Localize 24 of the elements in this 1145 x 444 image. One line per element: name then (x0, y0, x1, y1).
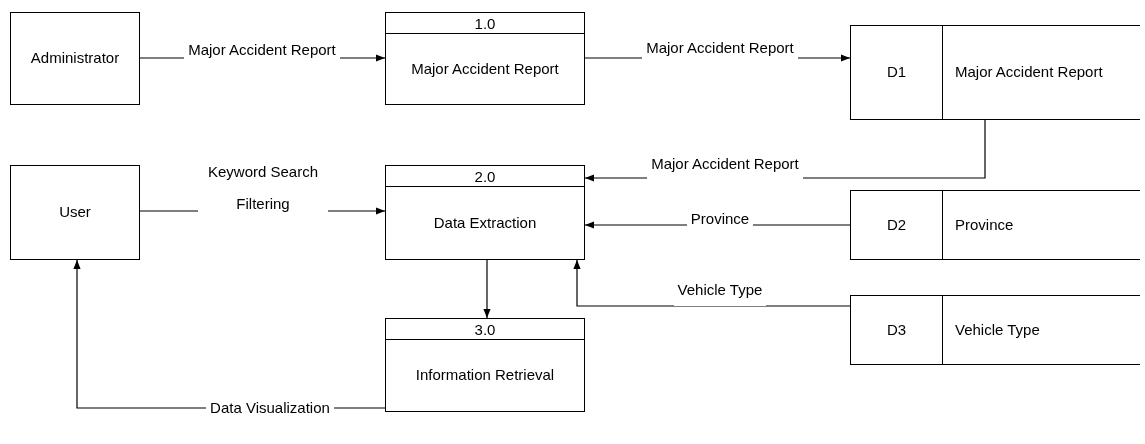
process-name: Information Retrieval (415, 365, 555, 386)
process-name: Data Extraction (433, 212, 537, 233)
arrow (573, 259, 851, 307)
store-id: D3 (886, 319, 907, 340)
entity-box (10, 12, 140, 105)
data-store (850, 190, 1140, 260)
arrow (483, 259, 491, 319)
process-number: 3.0 (474, 321, 496, 337)
process-box (385, 12, 585, 105)
process-box (385, 165, 585, 260)
process-box (385, 318, 585, 412)
store-id: D2 (886, 214, 907, 235)
data-store (850, 295, 1140, 365)
entity-name: User (59, 202, 91, 223)
store-name: Province (955, 214, 1014, 235)
data-store (850, 25, 1140, 120)
entity-box (10, 165, 140, 260)
process-number: 1.0 (474, 15, 496, 31)
store-name: Vehicle Type (955, 319, 1040, 340)
process-name: Major Accident Report (411, 58, 559, 79)
process-number: 2.0 (474, 168, 496, 184)
store-id: D1 (886, 62, 907, 83)
entity-name: Administrator (30, 48, 120, 69)
store-name: Major Accident Report (955, 62, 1103, 83)
